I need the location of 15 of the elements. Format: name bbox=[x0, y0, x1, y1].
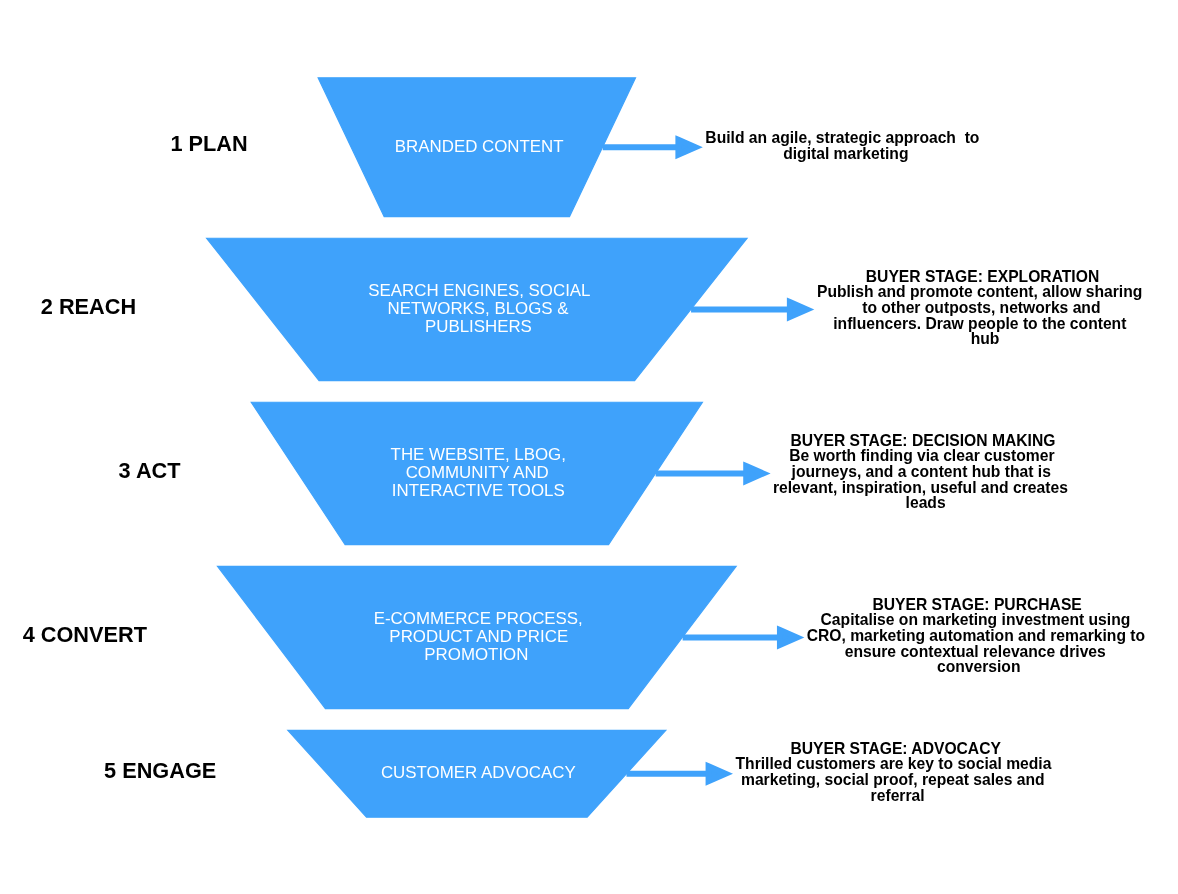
arrow bbox=[655, 460, 771, 485]
node-text: BUYER STAGE: PURCHASE Capitalise on marketing investment using CRO, marketing automation and remarking to ensure contextual relevance drives conversion bbox=[806, 595, 1146, 675]
node-label: 5 ENGAGE bbox=[104, 757, 217, 783]
arrow bbox=[691, 296, 815, 321]
arrow bbox=[682, 624, 805, 649]
node-label: 3 ACT bbox=[118, 457, 181, 483]
arrow bbox=[626, 761, 733, 786]
node-label: 4 CONVERT bbox=[22, 621, 147, 647]
arrow bbox=[602, 134, 703, 159]
node-text: Build an agile, strategic approach to digital marketing bbox=[705, 128, 980, 162]
node-label: 2 REACH bbox=[40, 293, 137, 318]
node-text: BUYER STAGE: ADVOCACY Thrilled customers are key to social media marketing, social proof, repeat sales and referral bbox=[735, 739, 1052, 804]
node-text: BUYER STAGE: EXPLORATION Publish and promote content, allow sharing to other outposts, networks and influencers. Draw people to the content hub bbox=[816, 267, 1143, 347]
node-text: BUYER STAGE: DECISION MAKING Be worth finding via clear customer journeys, and a content hub that is relevant, inspiration, useful and creates leads bbox=[772, 431, 1068, 511]
node-label: 1 PLAN bbox=[170, 130, 248, 156]
